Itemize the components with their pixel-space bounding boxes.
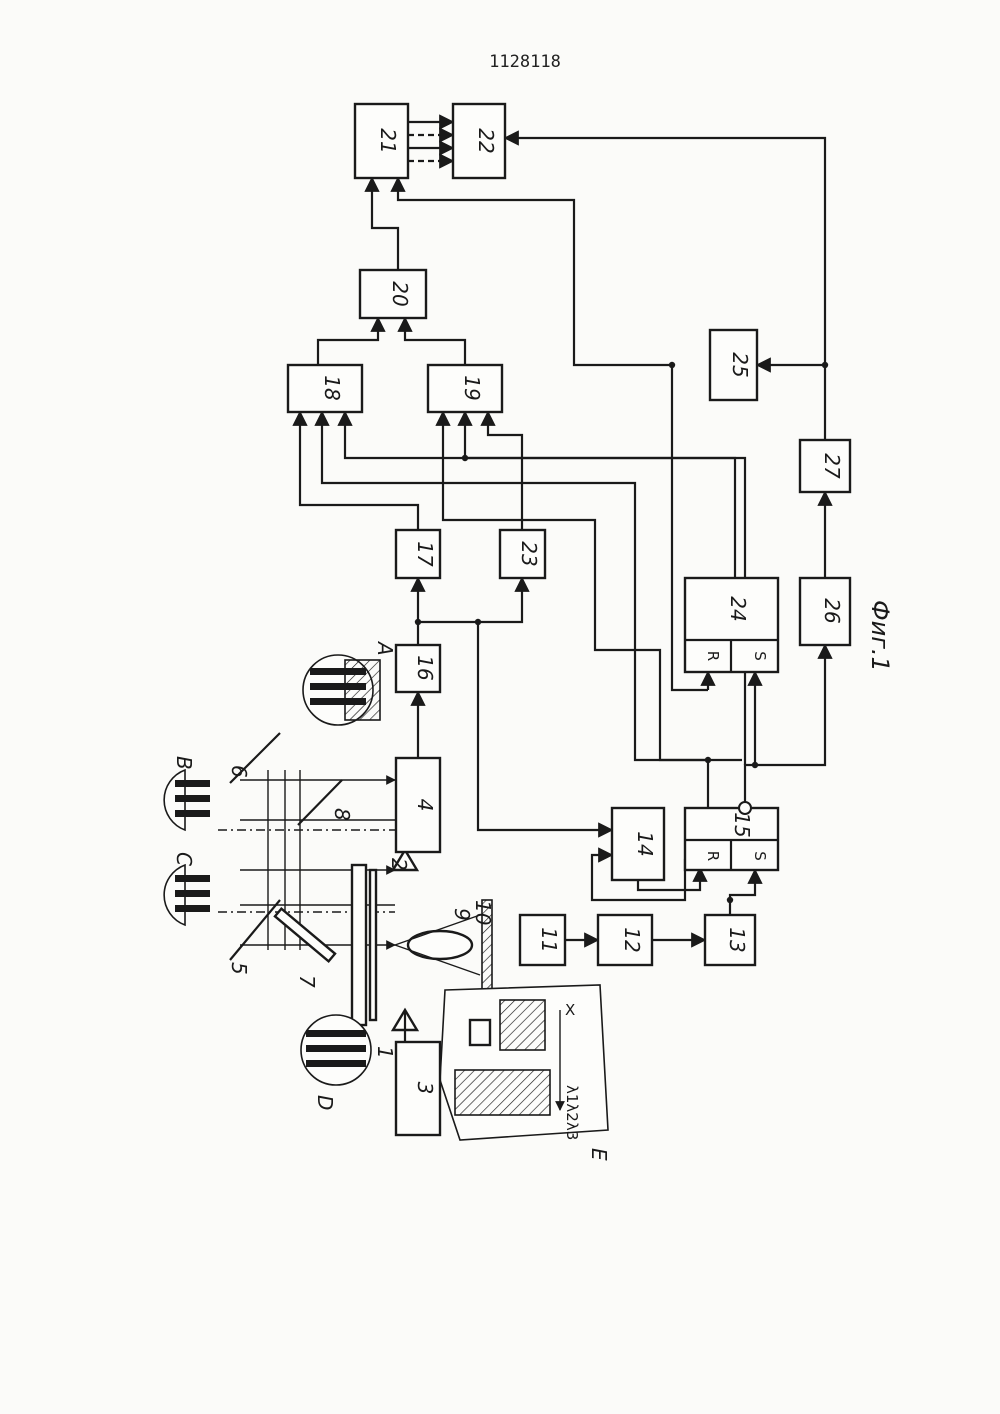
- inset-axis-x: X: [565, 1001, 575, 1019]
- svg-text:11: 11: [537, 927, 561, 952]
- svg-text:17: 17: [413, 541, 437, 567]
- svg-text:15: 15: [730, 812, 754, 837]
- inset-view-e: X λ1λ2λ3: [440, 985, 608, 1140]
- svg-text:14: 14: [633, 831, 657, 856]
- block-19: 19: [428, 365, 502, 412]
- label-2: 2: [387, 858, 411, 871]
- block-13: 13: [705, 915, 755, 965]
- svg-text:18: 18: [320, 375, 344, 400]
- svg-text:3: 3: [413, 1082, 437, 1095]
- svg-text:S: S: [751, 651, 769, 661]
- label-8: 8: [330, 808, 354, 821]
- block-14: 14: [612, 808, 664, 880]
- block-12: 12: [598, 915, 652, 965]
- block-18: 18: [288, 365, 362, 412]
- block-11: 11: [520, 915, 565, 965]
- block-23: 23: [500, 530, 545, 578]
- svg-text:19: 19: [460, 375, 484, 400]
- svg-text:22: 22: [474, 128, 498, 153]
- svg-text:23: 23: [517, 541, 541, 566]
- svg-text:26: 26: [820, 598, 844, 623]
- block-20: 20: [360, 270, 426, 318]
- svg-text:12: 12: [620, 927, 644, 952]
- block-22: 22: [453, 104, 505, 178]
- fringe-view-a: [303, 655, 380, 725]
- svg-text:27: 27: [820, 453, 844, 479]
- grating-2: [370, 870, 376, 1020]
- view-label-d: D: [313, 1095, 337, 1110]
- svg-text:21: 21: [376, 128, 400, 153]
- label-5: 5: [227, 962, 251, 975]
- view-label-e: E: [587, 1148, 611, 1161]
- label-6: 6: [227, 765, 251, 778]
- block-21: 21: [355, 104, 408, 178]
- svg-text:S: S: [751, 851, 769, 861]
- block-17: 17: [396, 530, 440, 578]
- label-9: 9: [450, 908, 474, 921]
- svg-text:13: 13: [725, 927, 749, 952]
- figure-caption: Фиг.1: [866, 600, 894, 672]
- block-24: 24 R S: [685, 578, 778, 672]
- label-7: 7: [295, 975, 319, 988]
- label-10: 10: [471, 900, 495, 925]
- plate-1: [352, 865, 366, 1025]
- fringe-view-b: [164, 770, 210, 830]
- svg-text:24: 24: [726, 596, 750, 621]
- svg-text:20: 20: [388, 281, 412, 306]
- view-label-c: C: [172, 852, 196, 866]
- fringe-view-d: [301, 1015, 371, 1085]
- block-25: 25: [710, 330, 757, 400]
- block-26: 26: [800, 578, 850, 645]
- mirror-5: [230, 900, 280, 960]
- view-label-b: B: [172, 756, 196, 770]
- fringe-view-c: [164, 865, 210, 925]
- svg-text:R: R: [704, 851, 722, 861]
- block-27: 27: [800, 440, 850, 492]
- block-4: 4: [396, 758, 440, 852]
- lens-9: [408, 931, 472, 959]
- svg-text:4: 4: [413, 799, 437, 812]
- svg-text:16: 16: [413, 655, 437, 680]
- view-label-a: A: [373, 640, 397, 656]
- svg-text:R: R: [704, 651, 722, 661]
- svg-text:25: 25: [728, 352, 752, 377]
- label-1: 1: [373, 1046, 397, 1059]
- block-16: 16: [396, 645, 440, 692]
- inset-lambdas: λ1λ2λ3: [563, 1085, 581, 1140]
- block-3: 3: [396, 1042, 440, 1135]
- block-15: 15 R S: [685, 802, 778, 870]
- splitter-7: [275, 909, 335, 962]
